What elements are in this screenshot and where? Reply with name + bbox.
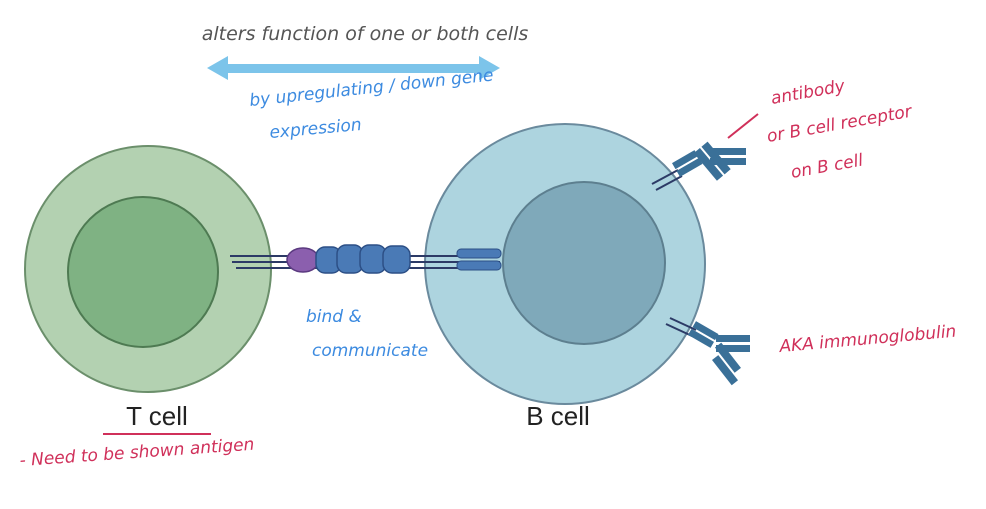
- receptor-domain-2: [336, 244, 364, 274]
- antibody-pointer-line: [727, 113, 759, 139]
- antibody-lower-arm-a-2: [716, 345, 750, 352]
- arrow-note-line2: expression: [269, 115, 363, 143]
- b-cell-receptor-top: [456, 248, 502, 259]
- arrow-head-right: [479, 56, 500, 80]
- antibody-lower-stem-1: [669, 317, 697, 331]
- antibody-note-line1: antibody: [769, 76, 847, 109]
- antibody-upper-stem-1: [651, 169, 679, 185]
- diagram-title: alters function of one or both cells: [202, 23, 529, 45]
- antibody-upper-stem-2: [655, 175, 683, 191]
- b-cell: [424, 123, 706, 405]
- arrow-shaft: [224, 64, 484, 73]
- antibody-upper-fc-2: [676, 157, 703, 177]
- b-cell-nucleus: [502, 181, 666, 345]
- bind-note-line1: bind &: [306, 307, 362, 327]
- antibody-lower-arm-b-2: [714, 342, 741, 373]
- antibody-lower: [665, 317, 750, 386]
- t-cell-note: - Need to be shown antigen: [19, 435, 255, 471]
- antibody-upper-arm-a-1: [693, 148, 724, 181]
- receptor-domain-3: [359, 244, 387, 274]
- antibody-upper: [651, 141, 746, 191]
- antibody-lower-arm-b-1: [712, 355, 739, 386]
- antibody-note-line3: on B cell: [789, 151, 865, 183]
- t-cell: [24, 145, 272, 393]
- receptor-complex: [230, 244, 502, 274]
- antibody-lower-stem-2: [665, 323, 693, 337]
- antibody-note-line2: or B cell receptor: [765, 102, 914, 147]
- antibody-upper-fc-1: [672, 150, 699, 170]
- antibody-lower-arm-a-1: [716, 335, 750, 342]
- arrow-head-left: [207, 56, 228, 80]
- aka-note: AKA immunoglobulin: [778, 322, 957, 357]
- b-cell-label: B cell: [526, 401, 590, 431]
- antibody-upper-arm-a-2: [701, 141, 731, 175]
- t-cell-nucleus: [67, 196, 219, 348]
- antibody-upper-arm-b-1: [710, 148, 746, 155]
- receptor-domain-4: [382, 245, 411, 274]
- antigen-mhc: [286, 247, 320, 273]
- double-arrow: [207, 56, 500, 80]
- antibody-lower-fc-1: [692, 321, 719, 341]
- t-cell-label: T cell: [126, 401, 188, 431]
- bind-note-line2: communicate: [312, 341, 428, 361]
- b-cell-receptor-bottom: [456, 260, 502, 271]
- antibody-lower-fc-2: [688, 328, 715, 348]
- antibody-upper-arm-b-2: [710, 158, 746, 165]
